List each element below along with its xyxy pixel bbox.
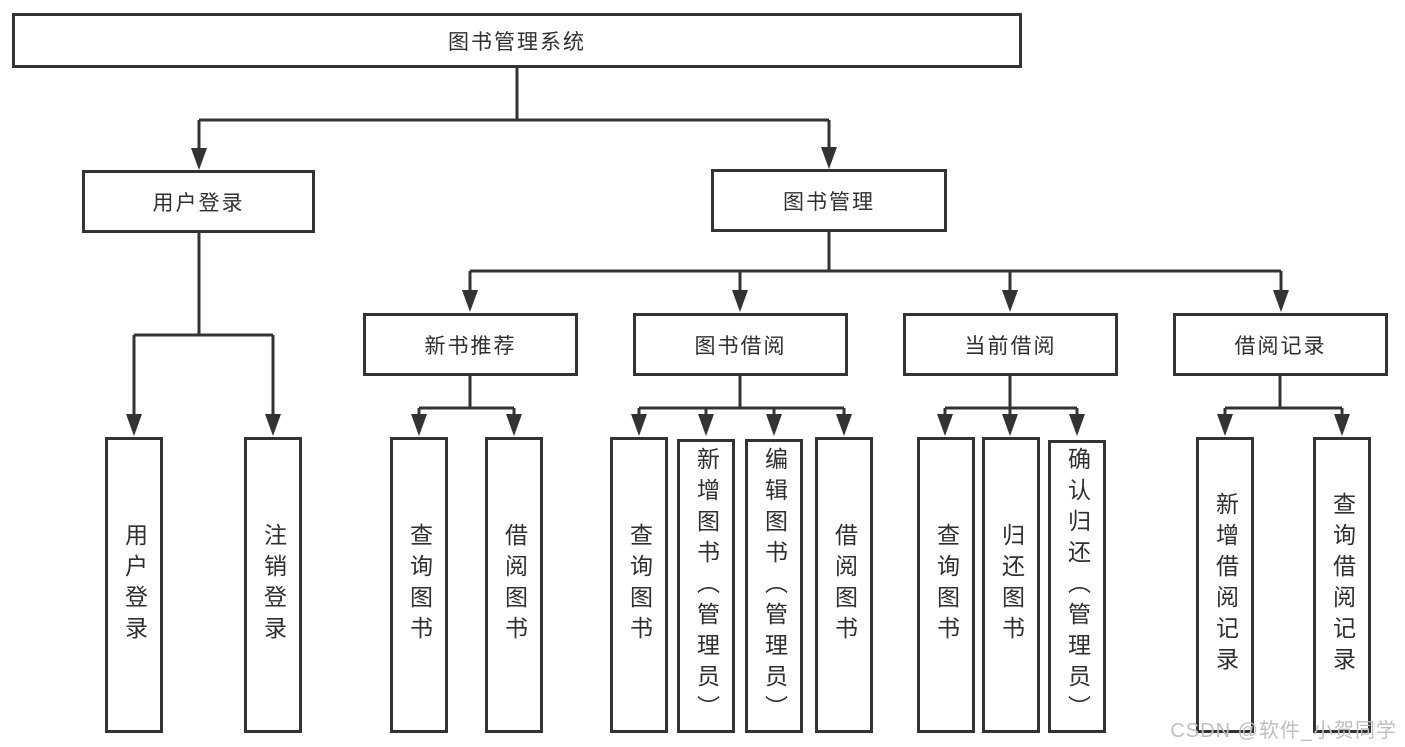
node-book-management-label: 图书管理 — [783, 190, 875, 214]
node-user-login-label: 用户登录 — [152, 191, 245, 215]
node-borrow-records: 借阅记录 — [1173, 313, 1388, 376]
leaf-recommend-borrow-books-label: 借阅图书 — [501, 523, 528, 647]
leaf-borrow-edit-books-admin-label: 编辑图书（管理员） — [761, 446, 788, 726]
node-user-login: 用户登录 — [82, 170, 315, 233]
leaf-recommend-query-books: 查询图书 — [390, 437, 448, 733]
node-current-borrow: 当前借阅 — [903, 313, 1118, 376]
leaf-recommend-borrow-books: 借阅图书 — [485, 437, 543, 733]
leaf-current-return-books-label: 归还图书 — [998, 523, 1025, 647]
node-book-management: 图书管理 — [711, 169, 947, 232]
leaf-borrow-query-books: 查询图书 — [610, 437, 668, 733]
node-new-book-recommend-label: 新书推荐 — [424, 334, 517, 358]
leaf-records-add-record: 新增借阅记录 — [1196, 437, 1254, 733]
leaf-current-return-books: 归还图书 — [982, 437, 1040, 733]
leaf-logout-label: 注销登录 — [260, 523, 287, 647]
leaf-borrow-add-books-admin-label: 新增图书（管理员） — [693, 446, 720, 726]
node-borrow-records-label: 借阅记录 — [1234, 334, 1327, 358]
leaf-current-confirm-return-admin-label: 确认归还（管理员） — [1064, 447, 1091, 726]
leaf-user-login-label: 用户登录 — [121, 523, 148, 647]
leaf-borrow-borrow-books: 借阅图书 — [815, 437, 873, 733]
leaf-current-query-books-label: 查询图书 — [933, 523, 960, 647]
node-book-borrow: 图书借阅 — [633, 313, 848, 376]
leaf-current-confirm-return-admin: 确认归还（管理员） — [1048, 440, 1106, 733]
node-new-book-recommend: 新书推荐 — [363, 313, 578, 376]
leaf-borrow-query-books-label: 查询图书 — [626, 523, 653, 647]
node-root: 图书管理系统 — [12, 13, 1022, 68]
leaf-records-add-record-label: 新增借阅记录 — [1212, 492, 1239, 678]
node-book-borrow-label: 图书借阅 — [694, 334, 787, 358]
leaf-borrow-edit-books-admin: 编辑图书（管理员） — [745, 439, 803, 733]
leaf-records-query-record-label: 查询借阅记录 — [1329, 492, 1356, 678]
leaf-current-query-books: 查询图书 — [917, 437, 975, 733]
leaf-records-query-record: 查询借阅记录 — [1313, 437, 1371, 733]
leaf-logout: 注销登录 — [244, 437, 302, 733]
leaf-user-login: 用户登录 — [105, 437, 163, 733]
csdn-watermark: CSDN @软件_小贺同学 — [1170, 720, 1397, 742]
node-root-label: 图书管理系统 — [448, 30, 586, 54]
leaf-borrow-borrow-books-label: 借阅图书 — [831, 523, 858, 647]
leaf-recommend-query-books-label: 查询图书 — [406, 523, 433, 647]
node-current-borrow-label: 当前借阅 — [964, 334, 1057, 358]
leaf-borrow-add-books-admin: 新增图书（管理员） — [677, 439, 735, 733]
